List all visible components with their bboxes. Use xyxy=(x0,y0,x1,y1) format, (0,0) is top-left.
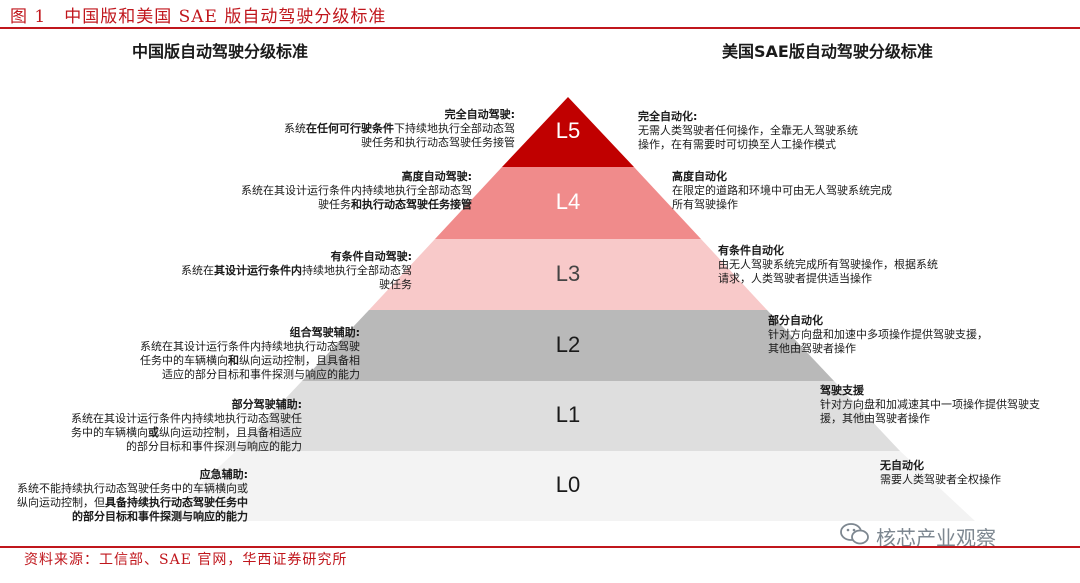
sae-l3-description: 有条件自动化由无人驾驶系统完成所有驾驶操作，根据系统请求，人类驾驶者提供适当操作 xyxy=(718,244,948,286)
pyramid-tier-l0 xyxy=(161,451,975,521)
china-l2-text-bold: 和 xyxy=(228,354,239,367)
sae-l4-title: 高度自动化 xyxy=(672,170,727,183)
pyramid-tier-l4 xyxy=(435,167,701,239)
china-l4-description: 高度自动驾驶:系统在其设计运行条件内持续地执行全部动态驾驶任务和执行动态驾驶任务… xyxy=(232,170,472,212)
china-l2-text-a: 系统在其设计运行条件内持续地执行动态驾驶任务中的车辆横向 xyxy=(140,340,360,367)
sae-l1-title: 驾驶支援 xyxy=(820,384,864,397)
wechat-icon xyxy=(840,522,870,551)
china-l5-title: 完全自动驾驶: xyxy=(444,108,515,121)
china-l4-title: 高度自动驾驶: xyxy=(401,170,472,183)
sae-l3-title: 有条件自动化 xyxy=(718,244,784,257)
bottom-rule xyxy=(0,546,1080,548)
china-l2-title: 组合驾驶辅助: xyxy=(289,326,360,339)
sae-l1-description: 驾驶支援针对方向盘和加减速其中一项操作提供驾驶支援，其他由驾驶者操作 xyxy=(820,384,1050,426)
china-l4-text-a: 系统在其设计运行条件内持续地执行全部动态驾驶任务 xyxy=(241,184,472,211)
china-l1-text-a: 系统在其设计运行条件内持续地执行动态驾驶任务中的车辆横向 xyxy=(71,412,302,439)
china-l1-description: 部分驾驶辅助:系统在其设计运行条件内持续地执行动态驾驶任务中的车辆横向或纵向运动… xyxy=(62,398,302,454)
china-l5-text-b: 下持续地执行全部动态驾驶任务和执行动态驾驶任务接管 xyxy=(361,122,515,149)
china-l4-text-bold: 和执行动态驾驶任务接管 xyxy=(351,198,472,211)
pyramid-tier-l2 xyxy=(302,310,834,381)
china-l0-text-a: 系统不能持续执行动态驾驶任务中的车辆横向或纵向运动控制，但 xyxy=(17,482,248,509)
level-label-l1: L1 xyxy=(556,402,580,427)
level-label-l5: L5 xyxy=(556,118,580,143)
sae-l3-text: 由无人驾驶系统完成所有驾驶操作，根据系统请求，人类驾驶者提供适当操作 xyxy=(718,258,938,285)
china-l5-description: 完全自动驾驶: 系统在任何可行驶条件下持续地执行全部动态驾驶任务和执行动态驾驶任务… xyxy=(275,108,515,150)
china-l3-text-b: 持续地执行全部动态驾驶任务 xyxy=(302,264,412,291)
china-l2-text-b: 纵向运动控制，且具备相适应的部分目标和事件探测与响应的能力 xyxy=(162,354,360,381)
china-l3-title: 有条件自动驾驶: xyxy=(330,250,412,263)
pyramid-tier-l3 xyxy=(369,239,767,310)
level-label-l3: L3 xyxy=(556,261,580,286)
china-standard-heading: 中国版自动驾驶分级标准 xyxy=(132,42,309,61)
china-l2-description: 组合驾驶辅助:系统在其设计运行条件内持续地执行动态驾驶任务中的车辆横向和纵向运动… xyxy=(130,326,360,382)
sae-standard-heading: 美国SAE版自动驾驶分级标准 xyxy=(722,42,933,61)
sae-l1-text: 针对方向盘和加减速其中一项操作提供驾驶支援，其他由驾驶者操作 xyxy=(820,398,1040,425)
pyramid-tier-l1 xyxy=(236,381,900,451)
sae-l2-description: 部分自动化针对方向盘和加速中多项操作提供驾驶支援，其他由驾驶者操作 xyxy=(768,314,998,356)
sae-l0-title: 无自动化 xyxy=(880,459,924,472)
level-label-l4: L4 xyxy=(556,189,580,214)
china-l0-text-bold: 具备持续执行动态驾驶任务中的部分目标和事件探测与响应的能力 xyxy=(72,496,248,523)
figure-title: 图 1 中国版和美国 SAE 版自动驾驶分级标准 xyxy=(10,7,387,27)
sae-l5-title: 完全自动化: xyxy=(638,110,698,123)
china-l1-title: 部分驾驶辅助: xyxy=(231,398,302,411)
source-note: 资料来源：工信部、SAE 官网，华西证券研究所 xyxy=(24,552,348,568)
sae-l2-title: 部分自动化 xyxy=(768,314,823,327)
level-label-l0: L0 xyxy=(556,472,580,497)
sae-l0-description: 无自动化需要人类驾驶者全权操作 xyxy=(880,459,1060,487)
sae-l5-description: 完全自动化:无需人类驾驶者任何操作，全靠无人驾驶系统操作，在有需要时可切换至人工… xyxy=(638,110,868,152)
china-l1-text-bold: 或 xyxy=(148,426,159,439)
china-l5-text-bold: 在任何可行驶条件 xyxy=(306,122,394,135)
sae-l5-text: 无需人类驾驶者任何操作，全靠无人驾驶系统操作，在有需要时可切换至人工操作模式 xyxy=(638,124,858,151)
china-l3-text-a: 系统在 xyxy=(181,264,214,277)
china-l5-text-a: 系统 xyxy=(284,122,306,135)
sae-l4-text: 在限定的道路和环境中可由无人驾驶系统完成所有驾驶操作 xyxy=(672,184,892,211)
china-l1-text-b: 纵向运动控制，且具备相适应的部分目标和事件探测与响应的能力 xyxy=(126,426,302,453)
china-l3-text-bold: 其设计运行条件内 xyxy=(214,264,302,277)
china-l0-description: 应急辅助:系统不能持续执行动态驾驶任务中的车辆横向或纵向运动控制，但具备持续执行… xyxy=(8,468,248,524)
china-l3-description: 有条件自动驾驶: 系统在其设计运行条件内持续地执行全部动态驾驶任务 xyxy=(172,250,412,292)
sae-l2-text: 针对方向盘和加速中多项操作提供驾驶支援，其他由驾驶者操作 xyxy=(768,328,988,355)
sae-l4-description: 高度自动化在限定的道路和环境中可由无人驾驶系统完成所有驾驶操作 xyxy=(672,170,902,212)
top-rule xyxy=(0,27,1080,29)
sae-l0-text: 需要人类驾驶者全权操作 xyxy=(880,473,1001,486)
pyramid-tier-l5 xyxy=(502,97,634,167)
level-label-l2: L2 xyxy=(556,332,580,357)
china-l0-title: 应急辅助: xyxy=(199,468,248,481)
